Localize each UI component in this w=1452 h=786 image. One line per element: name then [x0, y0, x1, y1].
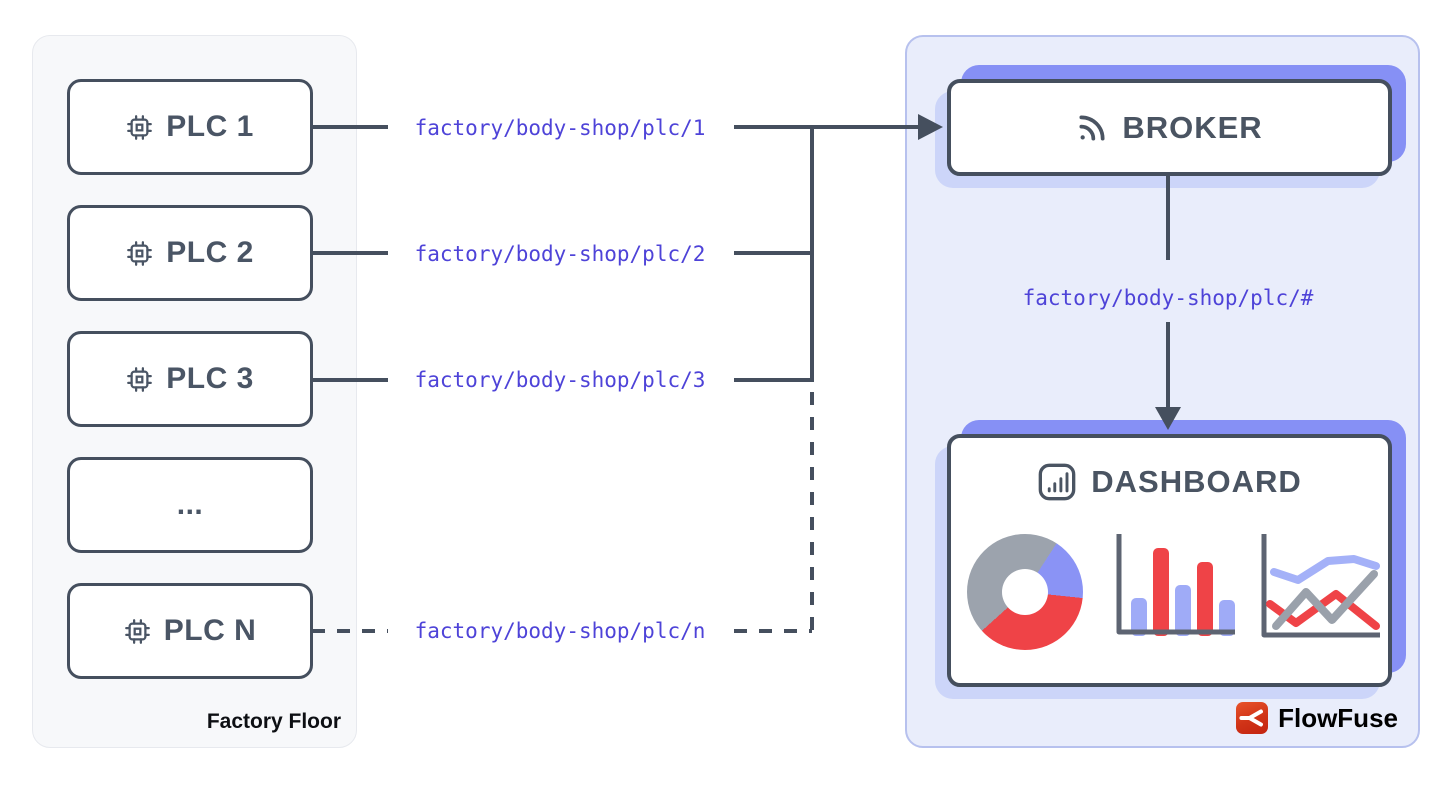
topic-plc-3: factory/body-shop/plc/3: [414, 368, 706, 392]
cpu-chip-icon: [127, 240, 153, 266]
flowfuse-brand: FlowFuse: [1236, 702, 1398, 734]
cpu-chip-icon: [124, 618, 150, 644]
plc-2-label: PLC 2: [166, 236, 254, 269]
factory-floor-panel: PLC 1 PLC 2 PLC 3 ...: [32, 35, 357, 748]
donut-chart-hole: [1002, 569, 1048, 615]
topic-wildcard-subscription: factory/body-shop/plc/#: [1022, 286, 1314, 310]
plc-1-node[interactable]: PLC 1: [67, 79, 313, 175]
topic-plc-n: factory/body-shop/plc/n: [414, 619, 706, 643]
plc-3-node[interactable]: PLC 3: [67, 331, 313, 427]
plc-ellipsis-node[interactable]: ...: [67, 457, 313, 553]
bar-chart-icon: [1038, 463, 1076, 501]
topic-plc-1: factory/body-shop/plc/1: [414, 116, 706, 140]
plc-2-node[interactable]: PLC 2: [67, 205, 313, 301]
donut-chart: [967, 534, 1083, 650]
dashboard-box: DASHBOARD: [947, 434, 1392, 687]
broker-title: BROKER: [1122, 109, 1263, 145]
dashboard-header: DASHBOARD: [951, 462, 1388, 502]
flowfuse-logo-icon: [1236, 702, 1269, 734]
dashboard-title: DASHBOARD: [1091, 464, 1302, 499]
broker-node[interactable]: BROKER: [935, 65, 1406, 188]
factory-floor-caption: Factory Floor: [206, 710, 341, 733]
cpu-chip-icon: [127, 114, 153, 140]
plc-3-label: PLC 3: [166, 362, 254, 395]
broker-box: BROKER: [947, 79, 1392, 176]
rss-feed-icon: [1079, 114, 1105, 141]
bar-chart-illustration: [1116, 534, 1235, 636]
plc-1-label: PLC 1: [166, 110, 254, 143]
line-chart-illustration: [1261, 534, 1380, 638]
topic-plc-2: factory/body-shop/plc/2: [414, 242, 706, 266]
cpu-chip-icon: [127, 366, 153, 392]
cloud-panel: BROKER DASHBOARD: [905, 35, 1420, 748]
dashboard-node[interactable]: DASHBOARD: [935, 420, 1406, 699]
flowfuse-brand-label: FlowFuse: [1278, 702, 1398, 733]
plc-n-node[interactable]: PLC N: [67, 583, 313, 679]
plc-ellipsis-label: ...: [176, 488, 204, 521]
plc-n-label: PLC N: [163, 614, 257, 647]
